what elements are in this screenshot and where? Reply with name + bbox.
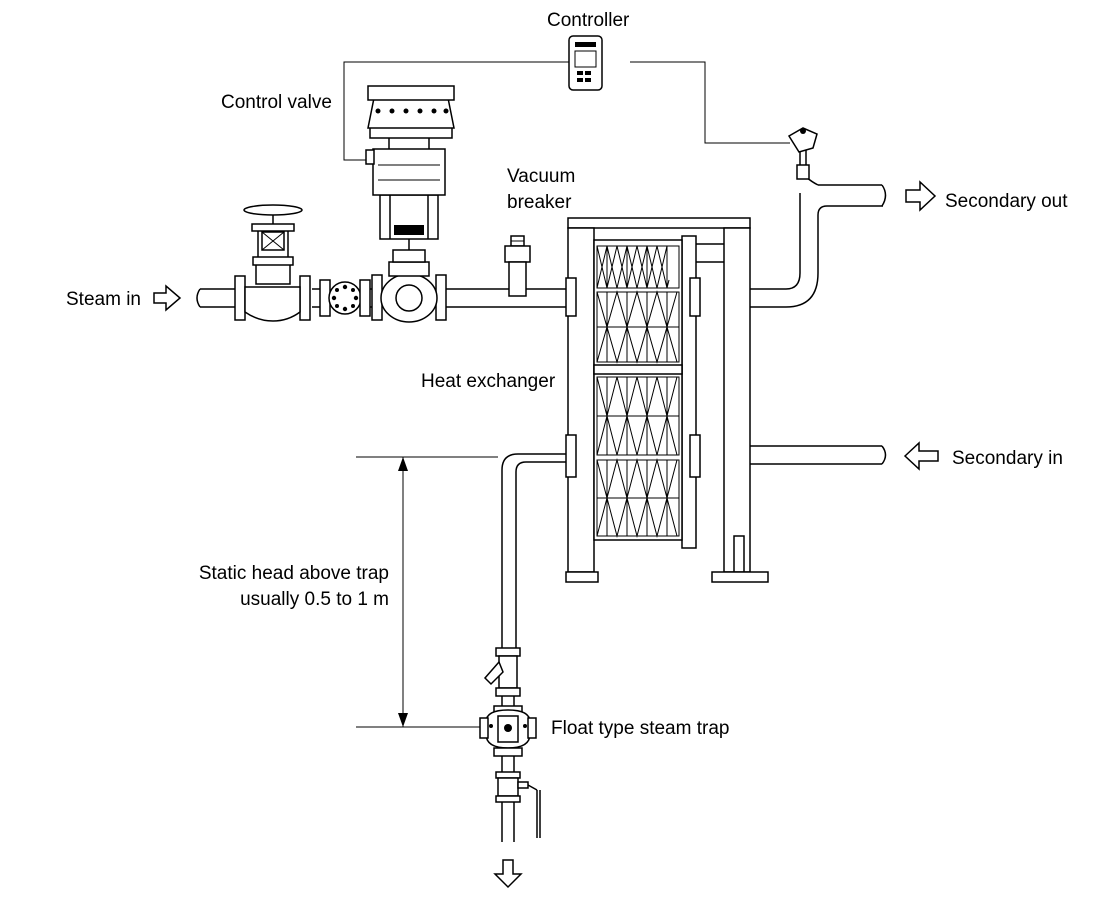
temperature-sensor-icon [787, 127, 818, 180]
secondary-out-label: Secondary out [945, 191, 1068, 212]
control-valve-label: Control valve [221, 92, 332, 113]
vacuum-breaker-icon [504, 235, 531, 297]
flow-arrow-icon [493, 859, 523, 889]
control-signal-wiring [343, 61, 790, 161]
float-trap-icon [479, 705, 537, 757]
secondary-outlet-pipe [750, 175, 887, 308]
flow-arrow-icon [903, 441, 939, 471]
float-trap-label: Float type steam trap [551, 718, 729, 739]
flow-arrow-icon [905, 180, 937, 212]
ball-valve-icon [495, 756, 541, 842]
secondary-in-label: Secondary in [952, 448, 1063, 469]
static-head-dimension [356, 456, 498, 728]
controller-label: Controller [547, 10, 630, 31]
condensate-drop-pipe [501, 453, 566, 650]
isolation-valve-icon [234, 204, 311, 322]
controller-icon [568, 35, 603, 91]
strainer-icon [483, 647, 521, 708]
heat-exchanger-label: Heat exchanger [421, 371, 556, 392]
steam-in-label: Steam in [66, 289, 141, 310]
static-head-label-line2: usually 0.5 to 1 m [240, 589, 389, 610]
heat-exchanger-plate-pattern [593, 245, 683, 538]
plate-heat-exchanger-icon [565, 217, 769, 583]
secondary-inlet-pipe [750, 445, 887, 465]
flow-arrow-icon [153, 284, 182, 312]
inline-strainer-fitting [319, 279, 371, 317]
vacuum-breaker-label-line1: Vacuum [507, 166, 575, 187]
vacuum-breaker-label-line2: breaker [507, 192, 572, 213]
static-head-label-line1: Static head above trap [199, 563, 389, 584]
control-valve-icon [365, 85, 455, 323]
